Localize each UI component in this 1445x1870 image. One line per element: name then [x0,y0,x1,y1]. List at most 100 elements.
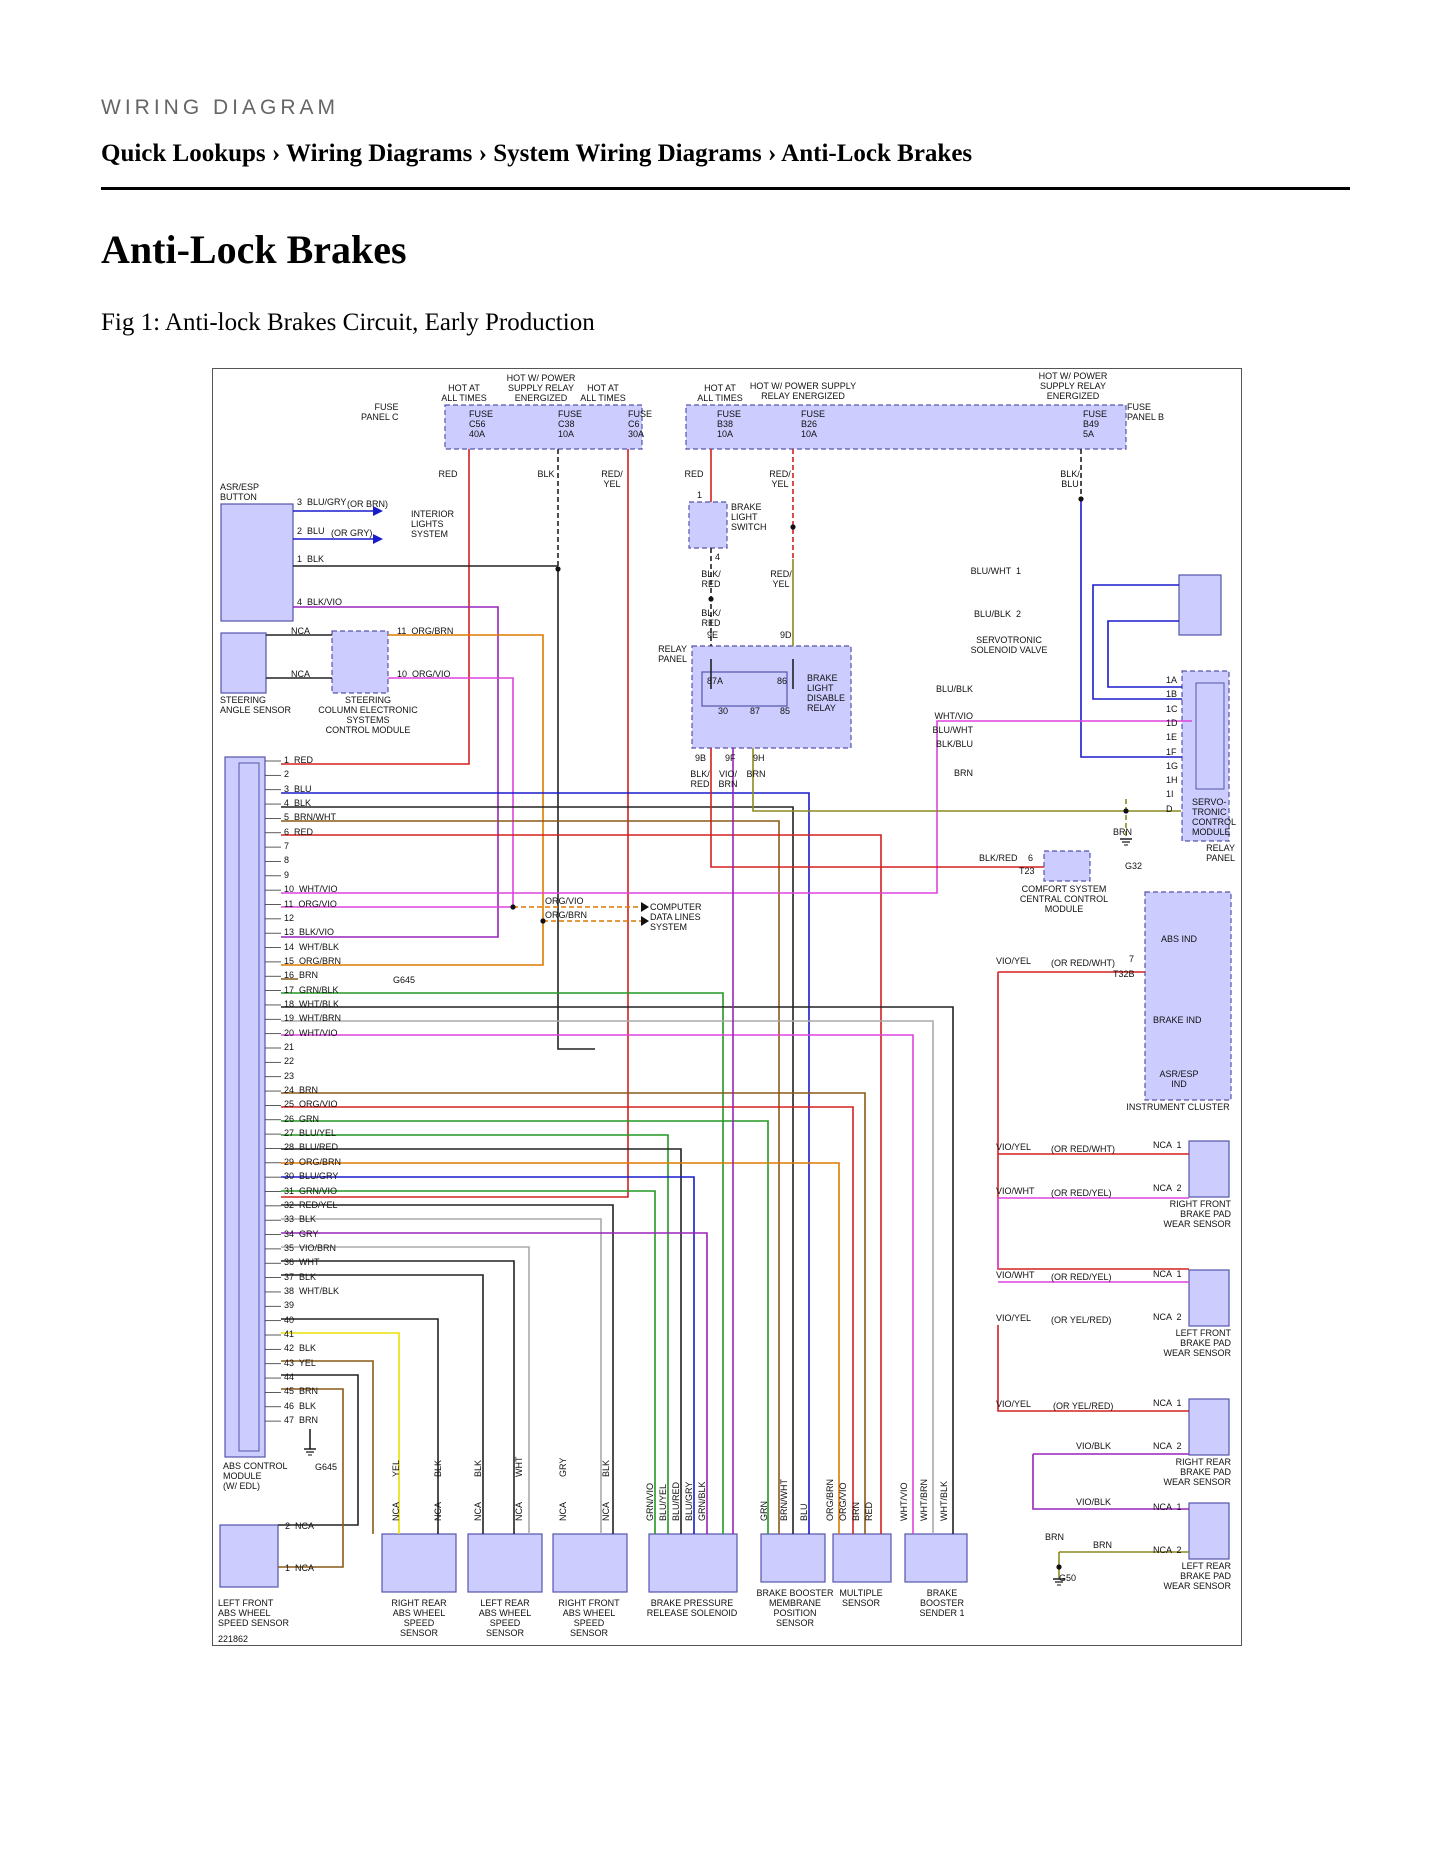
fuse-c56-header: HOT AT ALL TIMES [441,383,487,403]
fuse-b49[interactable]: FUSE B49 5A [1083,409,1108,439]
fuse-panel-b [685,404,1127,450]
wire-blk-pin42 [281,1318,439,1534]
splice-data [540,918,546,924]
instrument-cluster-label: INSTRUMENT CLUSTER [1126,1102,1230,1112]
wire-label-fuse-c56: RED [438,469,458,479]
abs-pin-label: 36 WHT [284,1257,320,1268]
fuse-c6-header: HOT AT ALL TIMES [580,383,626,403]
abs-pin-label: 18 WHT/BLK [284,998,340,1009]
wire-blu-pin3 [281,792,810,1534]
abs-module-label: ABS CONTROL MODULE (W/ EDL) [223,1461,288,1491]
wire-blk-pin4 [281,806,794,1534]
bottom-component-label: RIGHT FRONT ABS WHEEL SPEED SENSOR [558,1598,620,1638]
fuse-b26[interactable]: FUSE B26 10A [801,409,826,439]
servotronic-pin-label: D [1166,803,1173,814]
relay-87a: 87A [707,676,724,686]
pad-wire: VIO/WHT [996,1186,1035,1196]
brake-pad-wear-sensor [1188,1398,1230,1456]
splice-b26 [790,524,796,530]
cluster-wire-label: VIO/YEL [996,956,1032,966]
asr-pin-3: 3 BLU/GRY [297,497,347,507]
abs-pin-label: 13 BLK/VIO [284,927,335,938]
wire-org-vio-pin25 [281,1106,854,1534]
ground-g32: G32 [1125,861,1143,871]
g50-wire-label: BRN [1045,1532,1065,1542]
nca-tag: NCA [558,1501,568,1521]
speed-sensor-wire-tag: GRY [558,1457,568,1477]
relay-panel-label: RELAY PANEL [658,644,687,664]
wire-org-brn-pin29 [281,1162,840,1534]
wire-gry-pin34 [281,1218,602,1534]
wire-grn-blk-pin17 [281,992,724,1534]
steering-wire-11: 11 ORG/BRN [397,626,454,636]
servo-wire-blk-blu: BLK/BLU [935,739,973,749]
servo-valve-wire-1: BLU/WHT 1 [970,566,1021,576]
figure-caption: Fig 1: Anti-lock Brakes Circuit, Early P… [101,309,595,336]
wire-wht-vio-pin10 [281,720,1192,894]
multiple-sensor-wire-tag: ORG/BRN [825,1478,835,1521]
brake-pad-sensor-pin: NCA 2 [1153,1183,1182,1193]
multiple-sensor-wire-tag: ORG/VIO [838,1482,848,1521]
fuse-c38[interactable]: FUSE C38 10A [558,409,583,439]
servotronic-relay-panel-label: RELAY PANEL [1206,843,1235,863]
pad-wire-alt: (OR YEL/RED) [1051,1315,1112,1325]
breadcrumb[interactable]: Quick Lookups › Wiring Diagrams › System… [101,140,973,167]
asr-pin-2-alt: (OR GRY) [331,528,373,538]
wire-blu-blk-valve [1107,620,1182,688]
lf-speed-sensor-pin-1: 1 NCA [285,1563,315,1573]
splice-b49 [1078,496,1084,502]
abs-pin-label: 3 BLU [284,783,312,794]
abs-pin-label: 40 [284,1314,295,1325]
steering-wire-10: 10 ORG/VIO [397,669,451,679]
ground-g645: G645 [315,1462,338,1472]
pad-wire: VIO/YEL [996,1142,1032,1152]
abs-pin-label: 16 BRN [284,970,319,981]
fuse-c56[interactable]: FUSE C56 40A [469,409,494,439]
brake-pad-sensor-pin: NCA 1 [1153,1269,1182,1279]
brake-pad-sensor-pin: NCA 2 [1153,1441,1182,1451]
servotronic-solenoid-valve [1178,574,1222,636]
booster-sender-wire-tag: WHT/BLK [939,1480,949,1521]
wire-wht-brn-pin19 [281,1020,934,1534]
abs-pin-label: 42 BLK [284,1343,317,1354]
servo-wire-wht-vio: WHT/VIO [934,711,974,721]
left-front-abs-wheel-speed-sensor [219,1524,279,1588]
abs-pin-label: 17 GRN/BLK [284,984,339,995]
booster-sender-wire-tag: WHT/BRN [919,1479,929,1521]
solenoid-wire-tag: BLU/GRY [684,1481,694,1521]
abs-pin-label: 21 [284,1042,295,1052]
servotronic-pin-label: 1I [1166,789,1174,800]
fuse-panel-b-label: FUSE PANEL B [1127,402,1165,422]
bottom-component-label: BRAKE BOOSTER MEMBRANE POSITION SENSOR [756,1588,834,1628]
servotronic-pin-label: 1H [1166,775,1178,786]
servotronic-module-inner [1195,682,1225,790]
comfort-connector: T23 [1019,866,1035,876]
abs-pin-label: 30 BLU/GRY [284,1171,339,1182]
bls-out-wire: BLK/ RED [701,569,721,589]
asr-esp-button [220,503,294,622]
fuse-b38-header: HOT AT ALL TIMES [697,383,743,403]
wiring-diagram-figure[interactable]: FUSE PANEL C HOT AT ALL TIMES HOT W/ POW… [212,368,1242,1646]
relay-87: 87 [750,706,761,716]
abs-pin-label: 8 [284,855,290,866]
computer-data-lines-label: COMPUTER DATA LINES SYSTEM [650,902,702,932]
abs-pin-label: 28 BLU/RED [284,1142,339,1153]
abs-pin-label: 29 ORG/BRN [284,1156,342,1167]
servotronic-module-label: SERVO- TRONIC CONTROL MODULE [1192,797,1237,837]
wire-wht-blk-pin18 [281,1006,954,1534]
servo-wire-brn: BRN [953,768,973,778]
cluster-pin: 7 [1129,954,1135,964]
asr-pin-1: 1 BLK [297,554,325,564]
fuse-c6[interactable]: FUSE C6 30A [628,409,653,439]
relay-86: 86 [777,676,788,686]
bottom-component-6 [904,1533,968,1583]
abs-pin-label: 7 [284,841,290,852]
abs-pin-label: 10 WHT/VIO [284,884,338,895]
bottom-component-3 [648,1533,738,1593]
abs-pin-label: 44 [284,1372,295,1383]
fuse-b38[interactable]: FUSE B38 10A [717,409,742,439]
interior-lights-label: INTERIOR LIGHTS SYSTEM [411,509,455,539]
wire-wht-pin36 [281,1246,530,1534]
wire-brn-9h [752,748,1181,812]
servotronic-pin-label: 1F [1166,746,1177,757]
